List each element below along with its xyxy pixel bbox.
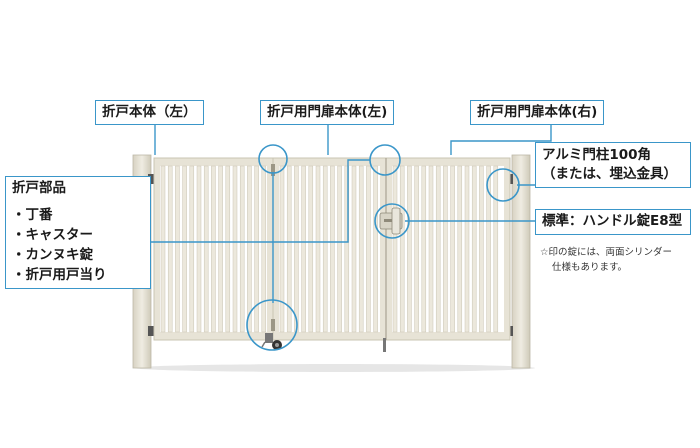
- gate-slat: [322, 165, 328, 333]
- right-post: [511, 154, 531, 369]
- gate-slat: [443, 165, 448, 333]
- gate-slat: [189, 165, 195, 333]
- note-line-2: 仕様もあります。: [552, 262, 628, 273]
- gate-slat: [407, 165, 412, 333]
- gate-slat: [457, 165, 463, 333]
- folding-hinge: [271, 319, 275, 331]
- post-line-1: アルミ門柱100角: [542, 147, 652, 163]
- gate-slat: [279, 165, 285, 333]
- gate-slat: [399, 165, 405, 333]
- callout-circles: [246, 144, 520, 351]
- parts-item: ・キャスター: [12, 227, 93, 243]
- gate-slat: [218, 165, 223, 333]
- gate-slat: [493, 165, 499, 333]
- label-aluminum-post: アルミ門柱100角 （または、埋込金具）: [535, 142, 691, 188]
- gate-slat: [182, 165, 187, 333]
- parts-item: ・折戸用戸当り: [12, 267, 107, 283]
- gate-slat: [479, 165, 484, 333]
- lock-callout-circle: [374, 203, 410, 239]
- label-folding-door-left: 折戸用門扉本体(左): [260, 100, 395, 125]
- folding-hinge: [271, 164, 275, 176]
- ground-shadow: [135, 364, 535, 372]
- gate-slat: [196, 165, 202, 333]
- post-line-2: （または、埋込金具）: [542, 166, 677, 182]
- gate-slat: [247, 165, 252, 333]
- parts-list: ・丁番 ・キャスター ・カンヌキ錠 ・折戸用戸当り: [5, 200, 151, 289]
- note-line-1: ☆印の錠には、両面シリンダー: [540, 247, 673, 258]
- gate-slat: [167, 165, 173, 333]
- gate-slat: [330, 165, 335, 333]
- handle-lock: [379, 207, 403, 235]
- label-parts-title: 折戸部品: [5, 176, 151, 201]
- gate-slat: [160, 165, 166, 333]
- gate-slat: [254, 165, 259, 333]
- parts-item: ・カンヌキ錠: [12, 247, 93, 263]
- gate-slat: [486, 165, 491, 333]
- gate-slat: [294, 165, 299, 333]
- top-hinge-callout-circle: [369, 144, 401, 176]
- gate-slat: [315, 165, 321, 333]
- hinge-callout-circle: [258, 144, 288, 174]
- label-lock: 標準：ハンドル錠E8型: [535, 209, 691, 235]
- hinge-bracket-left-bottom: [148, 326, 154, 336]
- label-folding-door-right: 折戸用門扉本体(右): [470, 100, 605, 125]
- gate-slat: [301, 165, 306, 333]
- gate-slat: [351, 165, 357, 333]
- gate-slat: [232, 165, 238, 333]
- gate-slat: [337, 165, 342, 333]
- gate-slat: [392, 165, 398, 333]
- post-callout-circle: [486, 168, 520, 202]
- gate-slat: [261, 165, 267, 333]
- gate-slat: [286, 165, 292, 333]
- gate-slat: [308, 165, 314, 333]
- gate-slat: [225, 165, 231, 333]
- gate-slat: [203, 165, 209, 333]
- gate-slat: [366, 165, 371, 333]
- gate-slat: [358, 165, 364, 333]
- parts-item: ・丁番: [12, 207, 53, 223]
- caster: [261, 333, 282, 350]
- gate-slat: [421, 165, 427, 333]
- gate-slat: [428, 165, 434, 333]
- gate-slat: [239, 165, 245, 333]
- gate-slat: [464, 165, 470, 333]
- gate-slat: [450, 165, 455, 333]
- gate-slat: [211, 165, 216, 333]
- caster-callout-circle: [246, 299, 298, 351]
- label-left-body: 折戸本体（左）: [95, 100, 204, 125]
- drop-bolt: [383, 338, 386, 352]
- gate-slat: [373, 165, 378, 333]
- gate-slat: [344, 165, 350, 333]
- gate-slat: [414, 165, 419, 333]
- hinge-bracket-left-top: [148, 174, 154, 184]
- gate-slat: [471, 165, 477, 333]
- gate-slat: [175, 165, 180, 333]
- gate-panels: [153, 157, 511, 341]
- callout-lines: [151, 124, 552, 303]
- gate-slat: [435, 165, 441, 333]
